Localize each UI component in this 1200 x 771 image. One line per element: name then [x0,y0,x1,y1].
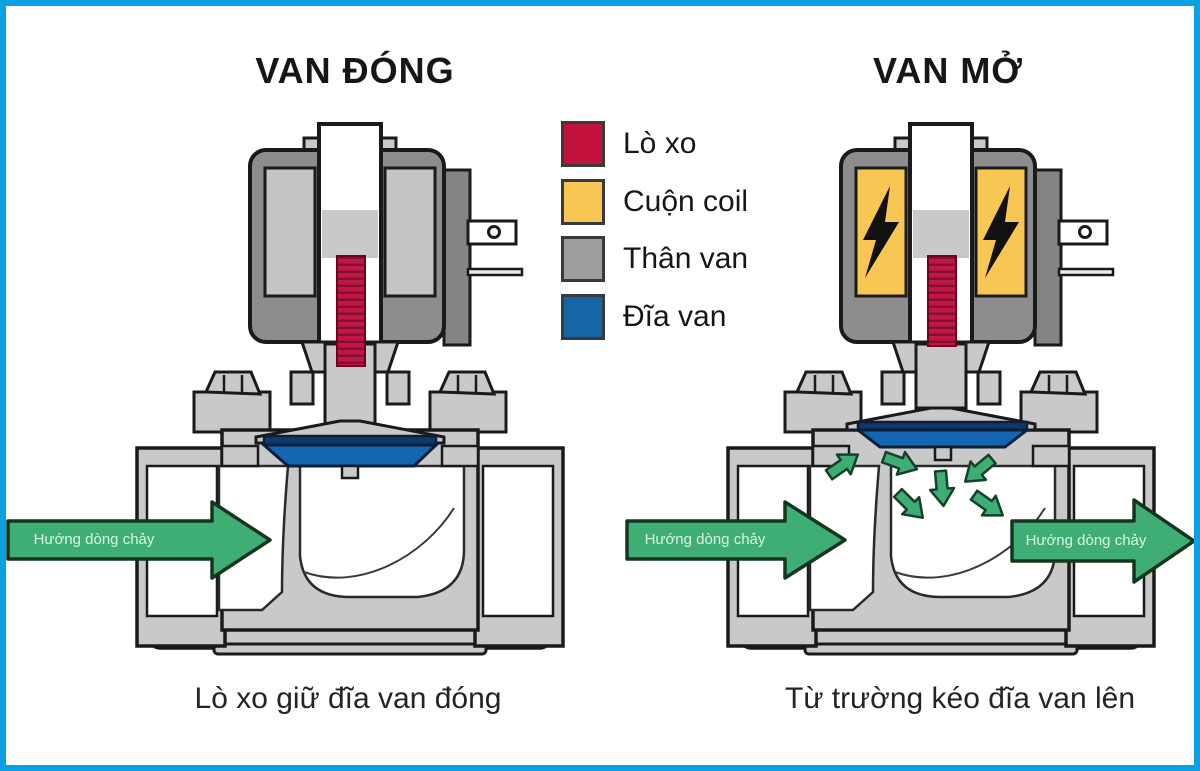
legend-item-disc: Đĩa van [561,294,726,340]
legend-label: Đĩa van [623,300,727,333]
title-valve-open: VAN MỞ [872,50,1024,91]
valve-disc-raised [853,420,1032,462]
title-valve-closed: VAN ĐÓNG [255,50,455,91]
legend-swatch-body [561,236,605,282]
valve-disc-closed [260,434,440,480]
caption-valve-closed: Lò xo giữ đĩa van đóng [194,682,502,715]
flow-direction-label-left: Hướng dòng chảy [33,531,155,548]
spring-compressed [927,255,957,347]
caption-valve-open: Từ trường kéo đĩa van lên [784,682,1136,715]
legend-swatch-coil [561,179,605,225]
left-inlet-arrow [6,500,272,580]
left-coil-windows [263,166,437,298]
legend-label: Cuộn coil [623,185,749,218]
legend-item-spring: Lò xo [561,121,696,167]
energized-coil-windows [854,166,1028,298]
legend-label: Lò xo [623,127,697,160]
legend-swatch-disc [561,294,605,340]
right-outlet-arrow [1010,498,1194,584]
right-valve-open [726,122,1156,656]
flow-direction-label-right: Hướng dòng chảy [1025,532,1147,549]
legend-item-body: Thân van [561,236,748,282]
main-flow-arrows [6,498,1194,584]
left-valve-closed [135,122,565,656]
spring-extended [336,255,366,367]
flow-direction-label-middle: Hướng dòng chảy [644,531,766,548]
legend-label: Thân van [623,242,749,275]
right-inlet-arrow [625,500,847,580]
legend-swatch-spring [561,121,605,167]
legend-item-coil: Cuộn coil [561,179,748,225]
